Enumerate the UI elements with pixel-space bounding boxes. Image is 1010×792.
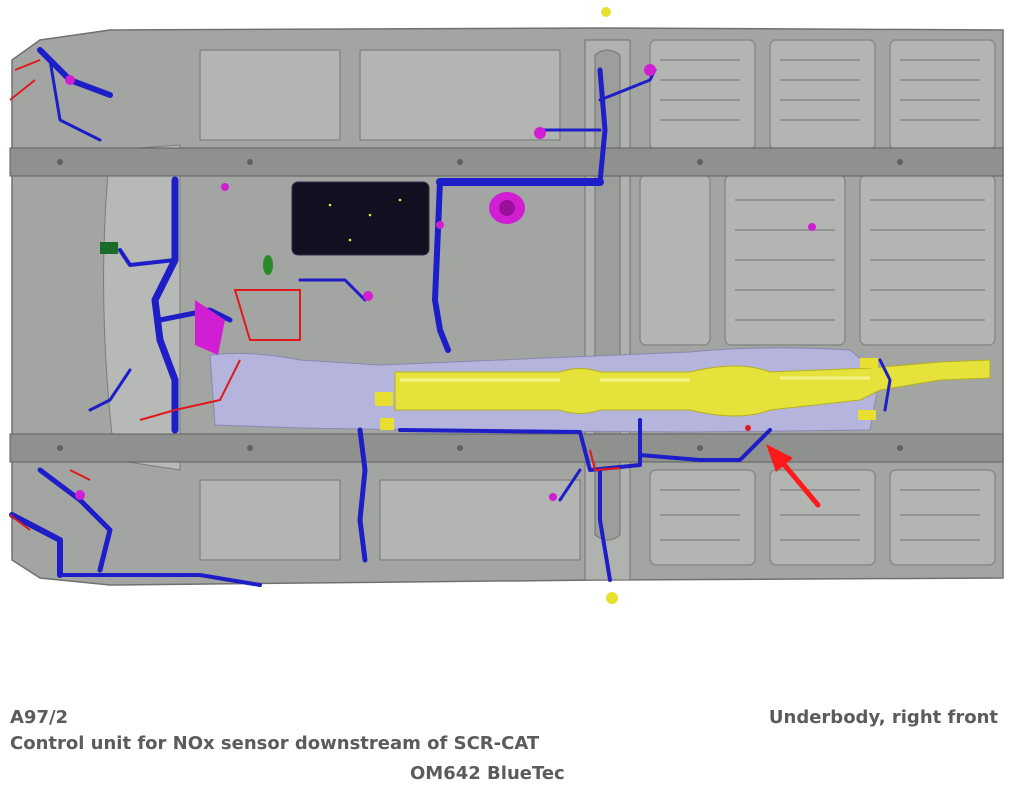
location-label: Underbody, right front	[768, 707, 998, 728]
component-code: A97/2	[10, 707, 69, 728]
front-frame	[103, 144, 181, 471]
red-wires	[9, 59, 621, 531]
frame-rail-bottom	[9, 433, 1004, 463]
floor-ribs	[199, 39, 996, 566]
wiring-harness	[9, 47, 892, 587]
location-arrow-icon	[766, 444, 821, 508]
exhaust-pipe	[394, 359, 991, 417]
underbody-diagram	[9, 7, 1004, 604]
engine-label: OM642 BlueTec	[410, 763, 565, 784]
frame-rail-top	[9, 147, 1004, 177]
yellow-parts	[375, 7, 878, 604]
component-description: Control unit for NOx sensor downstream o…	[10, 733, 540, 754]
battery	[291, 181, 430, 256]
connectors	[65, 64, 816, 501]
